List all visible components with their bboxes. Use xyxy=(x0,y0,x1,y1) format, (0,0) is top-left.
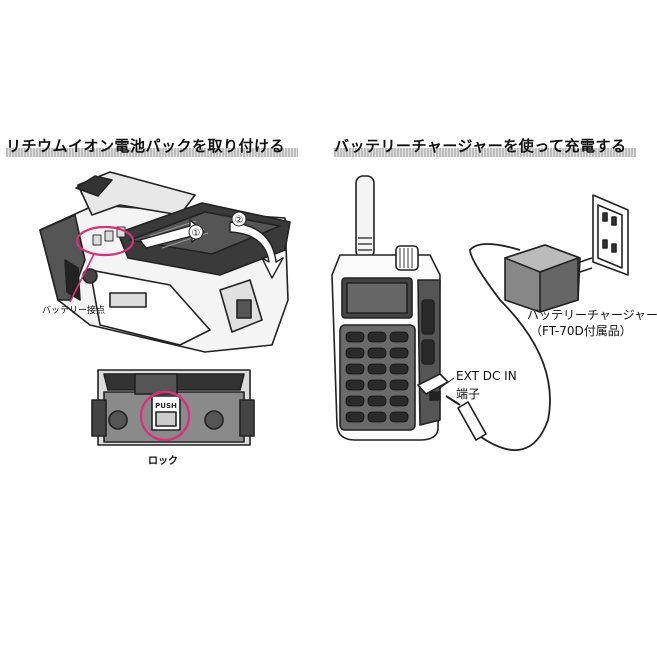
wall-outlet-illustration xyxy=(592,194,629,276)
battery-contact-label: バッテリー接点 xyxy=(42,306,106,316)
charger-model-label: （FT-70D付属品） xyxy=(530,324,632,338)
lock-detail-illustration xyxy=(91,369,255,446)
ext-dc-leader-line xyxy=(439,377,455,389)
push-text: PUSH xyxy=(155,402,177,410)
ac-adapter-illustration xyxy=(504,244,593,313)
ext-dc-in-label: EXT DC IN xyxy=(456,369,517,383)
lock-label: ロック xyxy=(148,456,178,467)
charger-label: バッテリーチャージャー xyxy=(527,308,657,322)
section-heading-charging: バッテリーチャージャーを使って充電する xyxy=(334,135,636,157)
section-heading-attach-battery: リチウムイオン電池パックを取り付ける xyxy=(6,135,298,157)
handheld-radio-illustration xyxy=(331,175,449,441)
step-1-marker: ① xyxy=(192,228,201,239)
lock-highlight xyxy=(139,390,191,442)
charger-cable-illustration xyxy=(445,243,551,452)
radio-battery-illustration xyxy=(39,171,291,353)
terminal-label: 端子 xyxy=(456,387,481,401)
contact-highlight xyxy=(75,225,135,257)
contact-leader-line xyxy=(69,253,95,303)
step-2-marker: ② xyxy=(235,215,244,226)
